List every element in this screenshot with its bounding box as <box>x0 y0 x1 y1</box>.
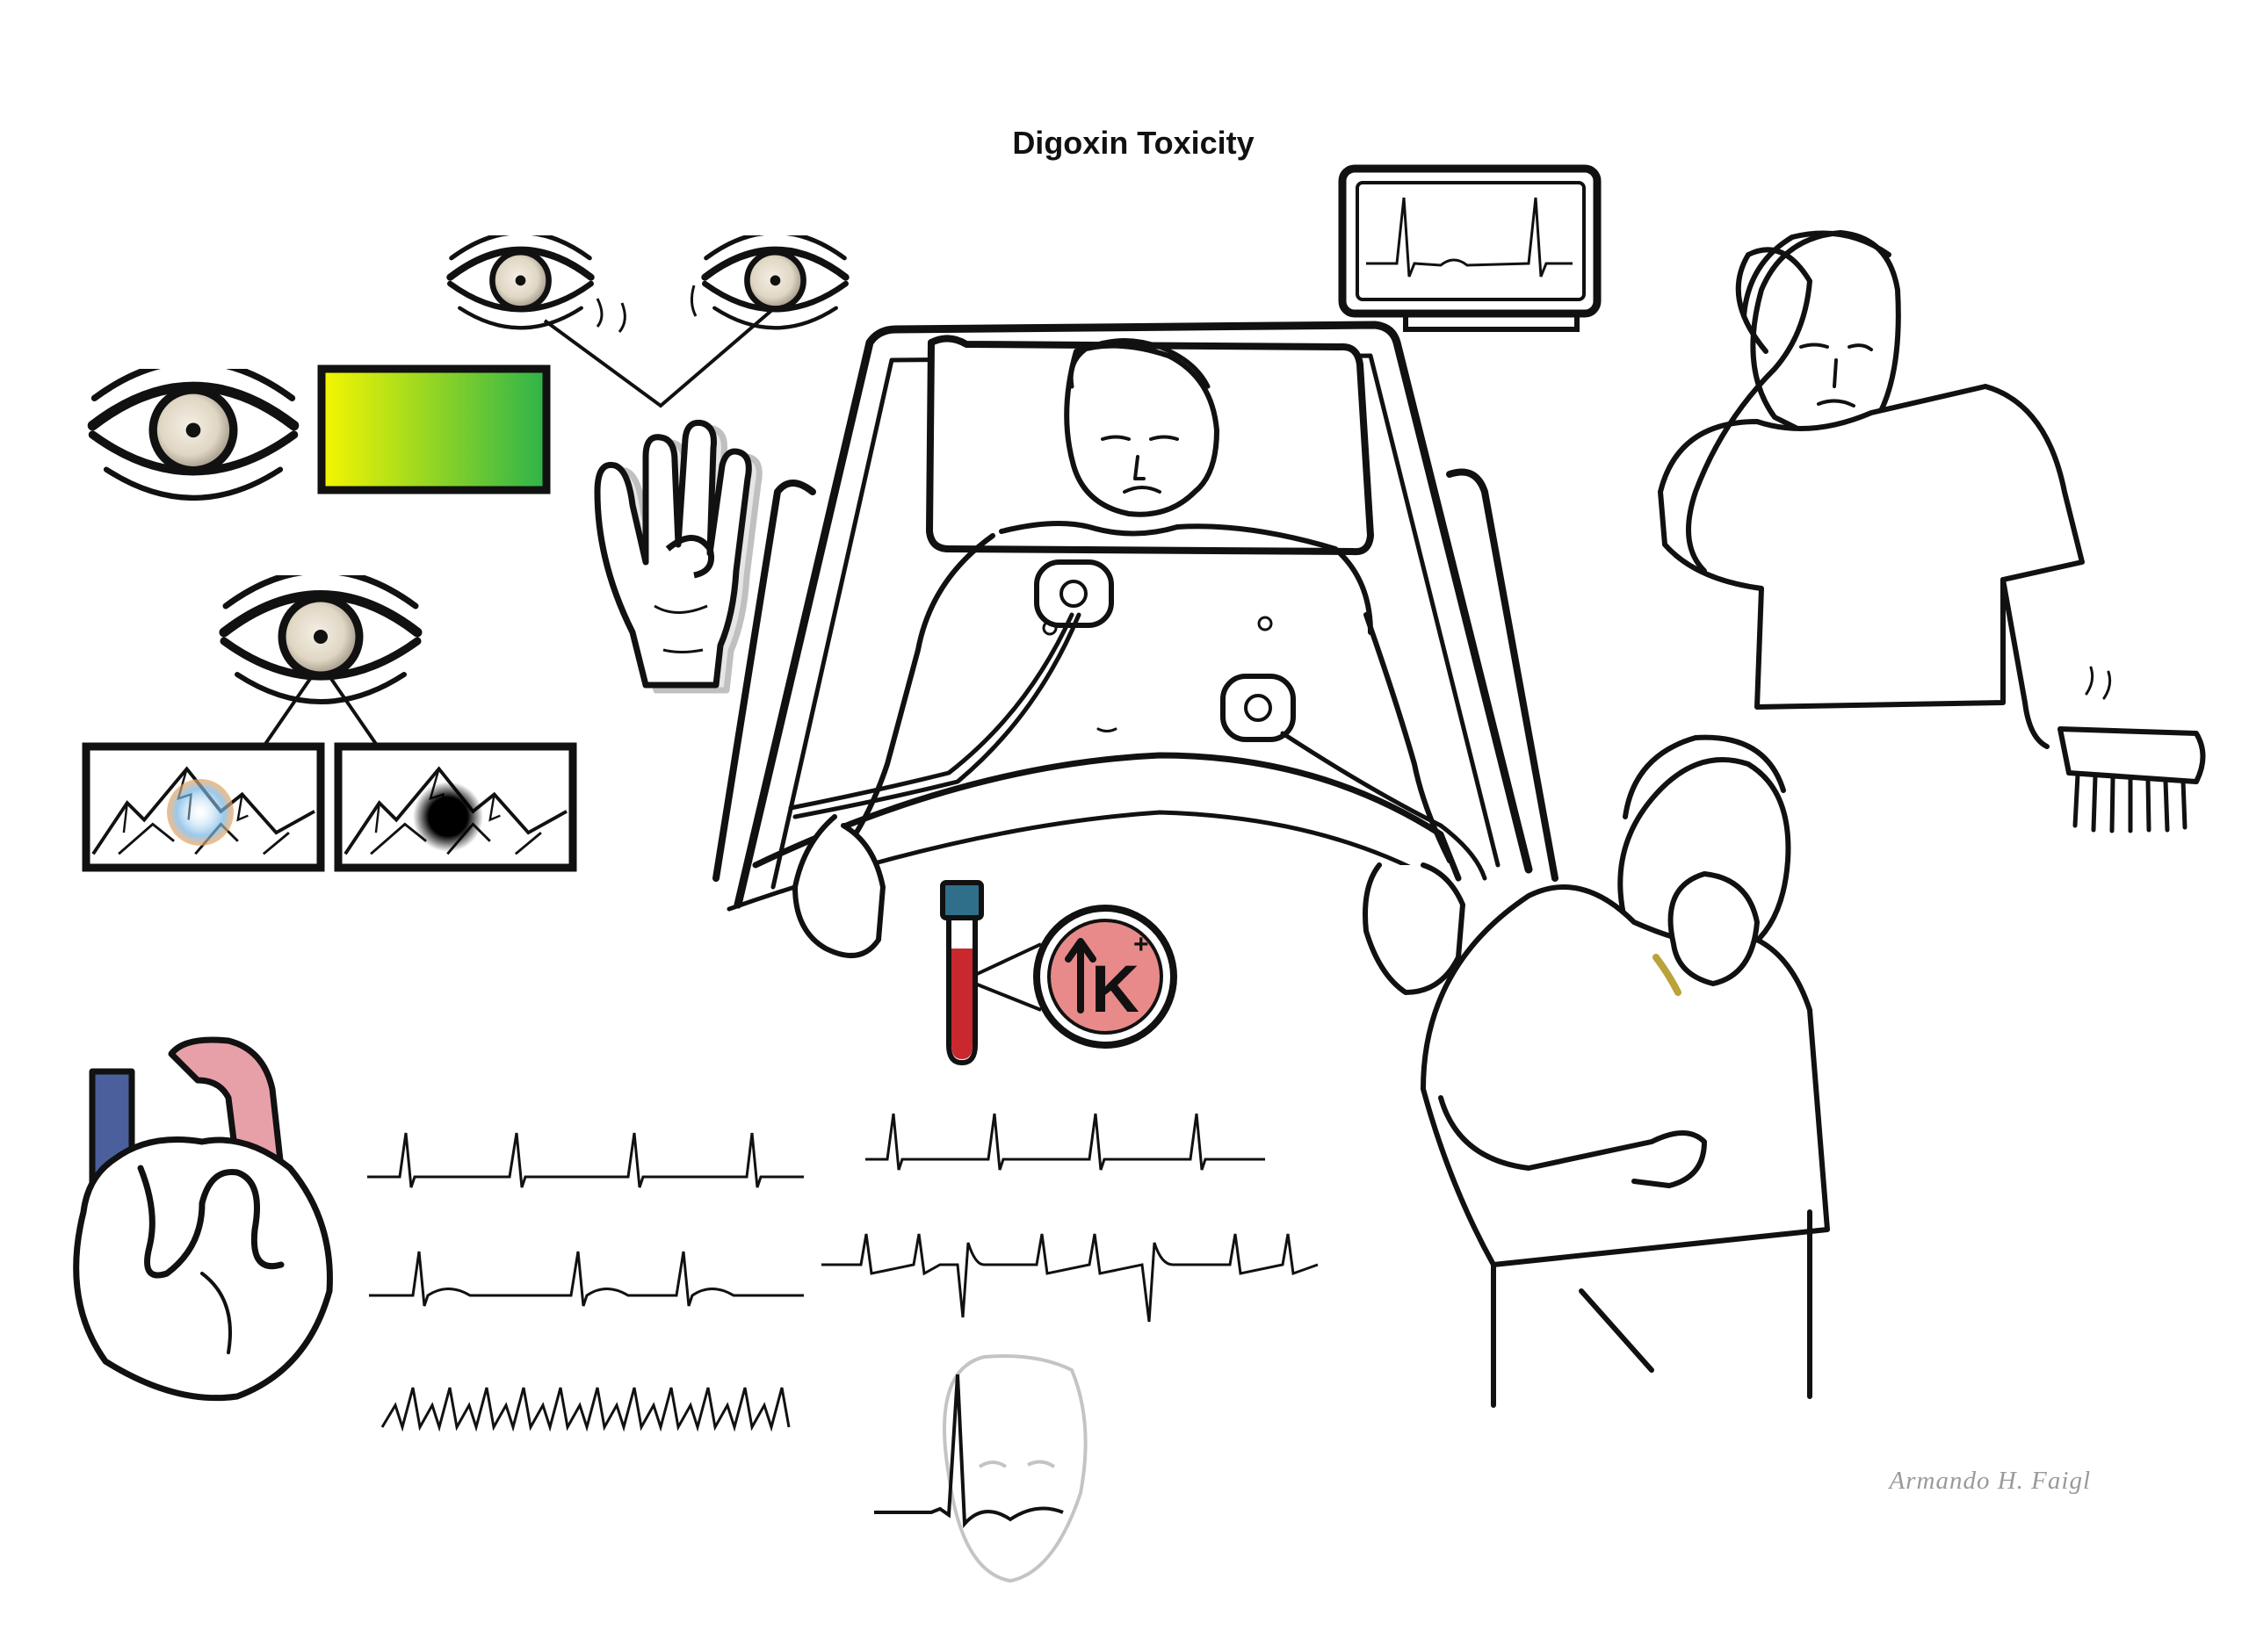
hospital-bed-patient <box>712 321 1558 995</box>
hand-icon <box>594 419 763 694</box>
blood-sample-tube <box>940 880 984 1066</box>
ecg-monitor-icon <box>1338 164 1602 332</box>
nauseated-person <box>1421 734 1830 1408</box>
faded-face-ecg <box>874 1354 1088 1583</box>
artist-signature: Armando H. Faigl <box>1889 1467 2091 1495</box>
potassium-symbol: K <box>1091 952 1139 1027</box>
page-title: Digoxin Toxicity <box>1012 125 1255 161</box>
ecg-strip <box>821 1233 1319 1323</box>
blurred-mountain-scene <box>82 742 325 872</box>
color-vision-swatch <box>317 364 551 494</box>
ecg-strip <box>380 1387 791 1432</box>
ecg-strip <box>865 1113 1265 1171</box>
heart-anatomy <box>73 1036 333 1402</box>
ecg-strip <box>367 1132 804 1188</box>
headache-person <box>1658 230 2206 833</box>
potassium-increase-badge: K + <box>1033 905 1177 1049</box>
scotoma-mountain-scene <box>334 742 577 872</box>
ecg-strip <box>369 1251 804 1307</box>
potassium-charge: + <box>1133 930 1149 959</box>
